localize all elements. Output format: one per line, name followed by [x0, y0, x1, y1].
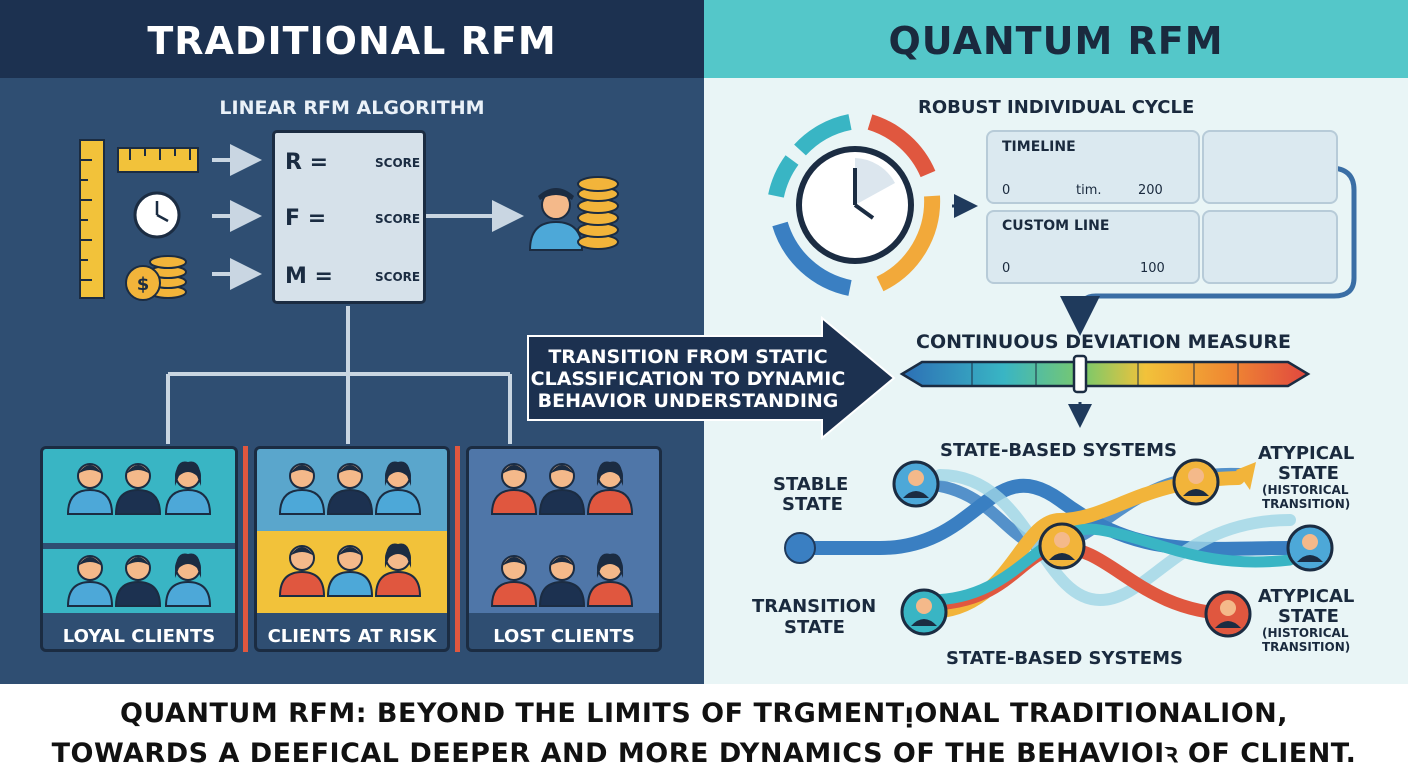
cycle-title: ROBUST INDIVIDUAL CYCLE — [918, 97, 1195, 118]
quantum-title: QUANTUM RFM — [888, 19, 1224, 63]
linear-algorithm-title: LINEAR RFM ALGORITHM — [219, 97, 485, 119]
timeline-chart-panel — [1202, 130, 1338, 204]
footer-line1: QUANTUM RFM: BEYOND THE LIMITS OF TRGMEN… — [119, 698, 1289, 729]
frequency-letter: F = — [285, 206, 327, 231]
segment-label: LOST CLIENTS — [493, 626, 635, 647]
vertical-ruler-icon — [79, 139, 105, 299]
quantum-header — [704, 0, 1408, 78]
custom-line-chart-panel — [1202, 210, 1338, 284]
recency-score: SCORE — [375, 156, 421, 170]
avatar — [1172, 458, 1220, 506]
atypical-state-label-top-2: STATE — [1278, 463, 1339, 484]
timeline-end: 200 — [1138, 183, 1163, 198]
avatar — [900, 588, 948, 636]
svg-text:$: $ — [137, 274, 150, 295]
transition-text-line1: TRANSITION FROM STATIC — [548, 346, 828, 368]
traditional-title: TRADITIONAL RFM — [147, 19, 557, 63]
stopwatch-icon — [133, 191, 181, 239]
segment-label: LOYAL CLIENTS — [62, 626, 216, 647]
rfm-score-box: R = SCORE F = SCORE M = SCORE — [272, 130, 426, 304]
coin-stack-icon: $ — [125, 255, 187, 301]
atypical-note-top-2: TRANSITION) — [1262, 497, 1351, 511]
states-title-top: STATE-BASED SYSTEMS — [940, 440, 1177, 461]
atypical-state-label-bottom: ATYPICAL — [1258, 586, 1355, 607]
transition-state-label: TRANSITION — [752, 596, 877, 617]
recency-letter: R = — [285, 150, 329, 175]
monetary-score: SCORE — [375, 270, 421, 284]
custom-line-panel — [986, 210, 1200, 284]
atypical-note-bottom: (HISTORICAL — [1262, 626, 1349, 640]
cycle-clock-icon — [768, 114, 941, 296]
horizontal-ruler-icon — [117, 147, 199, 173]
transition-text-line2: CLASSIFICATION TO DYNAMIC — [530, 368, 846, 390]
avatar — [1038, 522, 1086, 570]
atypical-state-label-bottom-2: STATE — [1278, 606, 1339, 627]
monetary-letter: M = — [285, 264, 333, 289]
stable-state-label: STABLE — [773, 474, 849, 495]
stable-state-label-2: STATE — [782, 494, 843, 515]
timeline-label: TIMELINE — [1002, 139, 1076, 155]
segment-connector — [166, 306, 512, 444]
avatar — [1204, 590, 1252, 638]
timeline-mid: tim. — [1076, 183, 1102, 198]
avatar — [1286, 524, 1334, 572]
custom-line-start: 0 — [1002, 261, 1011, 276]
atypical-state-label-top: ATYPICAL — [1258, 443, 1355, 464]
custom-line-label: CUSTOM LINE — [1002, 218, 1110, 234]
footer-line2: TOWARDS A DEEFICAL DEEPER AND MORE DYNAM… — [51, 738, 1357, 768]
client-with-coins-icon — [528, 176, 619, 251]
deviation-scale — [899, 354, 1311, 394]
divider — [243, 446, 248, 652]
timeline-start: 0 — [1002, 183, 1011, 198]
timeline-panel — [986, 130, 1200, 204]
custom-line-end: 100 — [1140, 261, 1165, 276]
atypical-note-bottom-2: TRANSITION) — [1262, 640, 1351, 654]
deviation-title: CONTINUOUS DEVIATION MEASURE — [916, 331, 1291, 353]
frequency-score: SCORE — [375, 212, 421, 226]
traditional-header — [0, 0, 704, 78]
atypical-note-top: (HISTORICAL — [1262, 483, 1349, 497]
states-title-bottom: STATE-BASED SYSTEMS — [946, 648, 1183, 669]
transition-text-line3: BEHAVIOR UNDERSTANDING — [537, 390, 839, 412]
segment-label: CLIENTS AT RISK — [267, 626, 437, 647]
divider — [455, 446, 460, 652]
transition-state-label-2: STATE — [784, 617, 845, 638]
avatar — [892, 460, 940, 508]
